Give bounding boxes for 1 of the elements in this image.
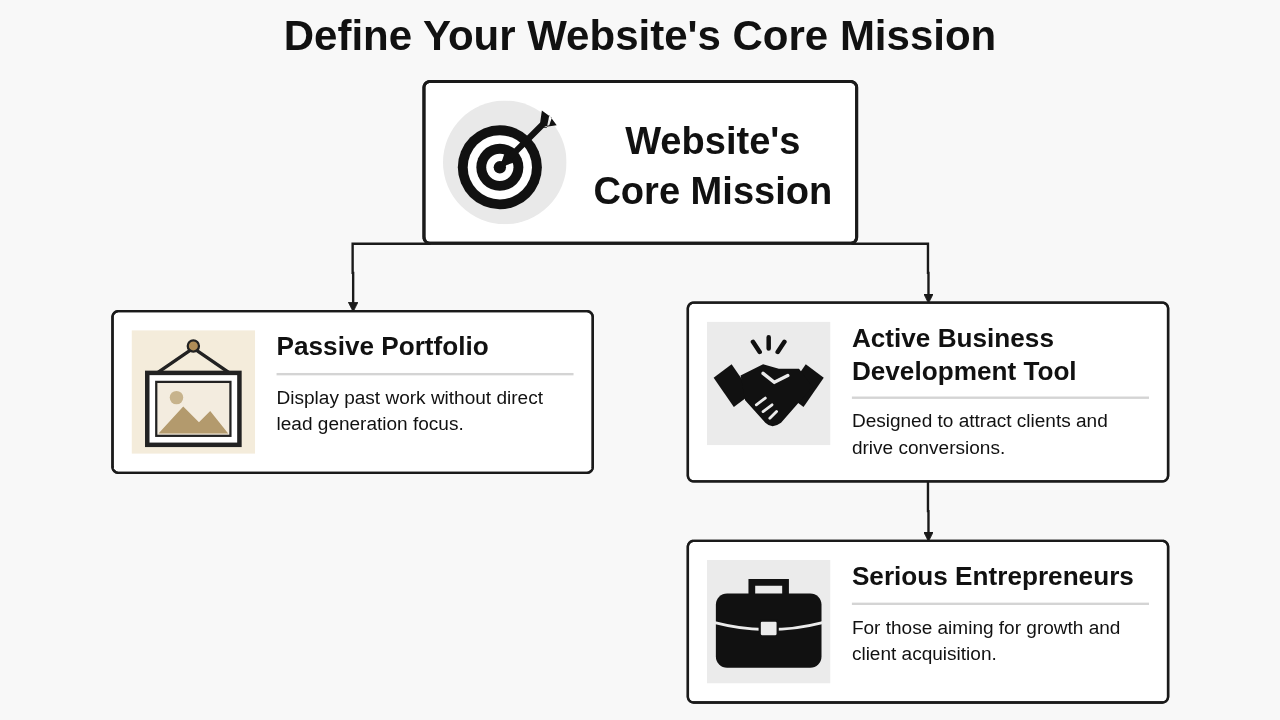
diagram-title: Define Your Website's Core Mission — [282, 11, 998, 61]
